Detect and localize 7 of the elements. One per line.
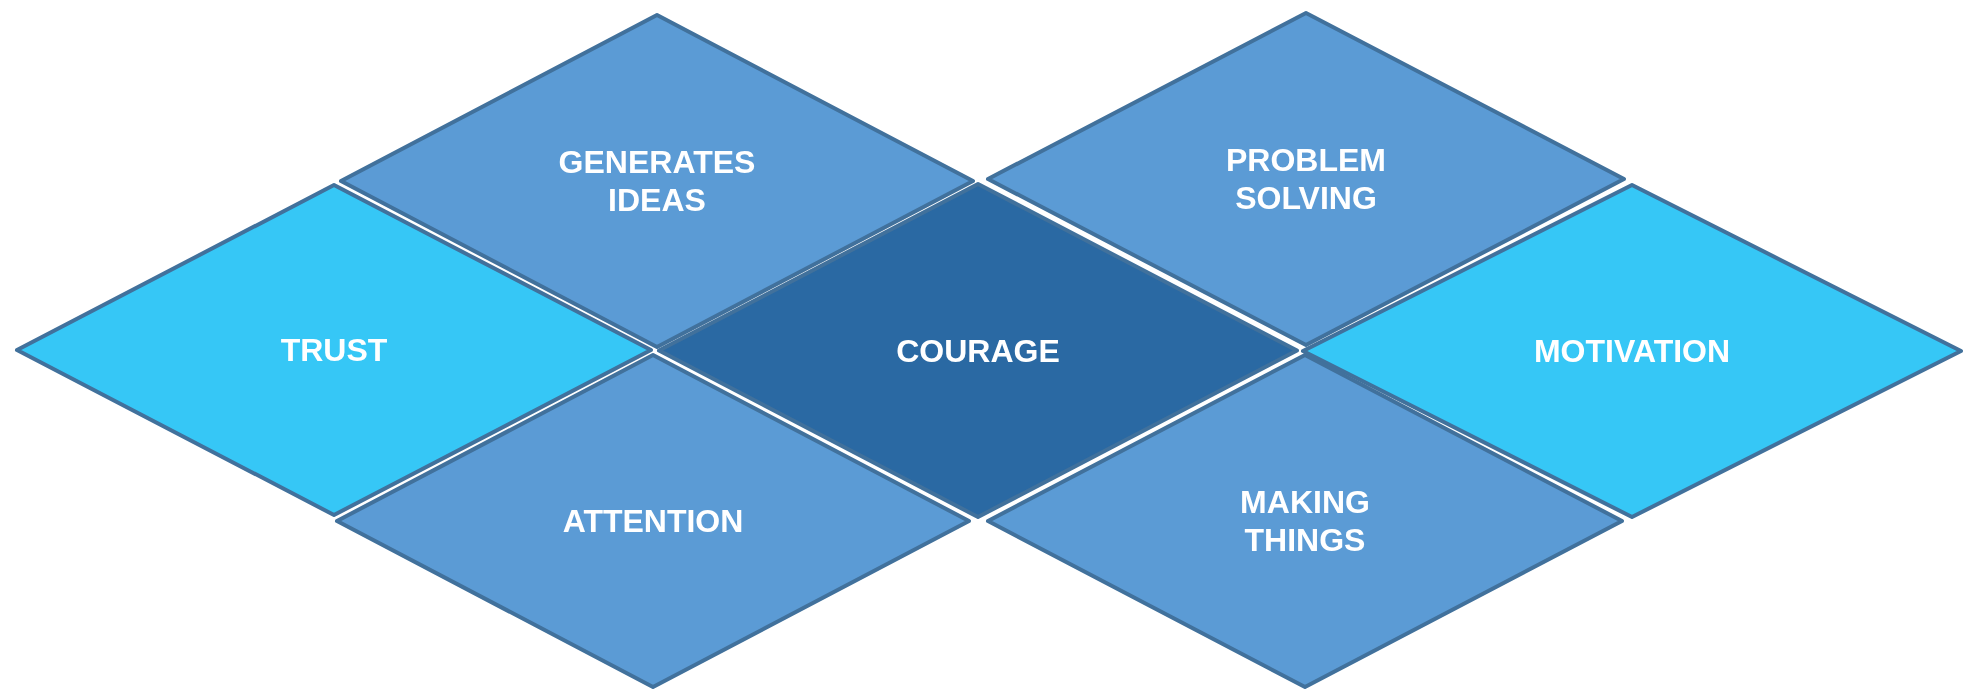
- tile-label: COURAGE: [896, 331, 1060, 370]
- tile-label: GENERATES IDEAS: [557, 143, 757, 219]
- tile-label: MAKING THINGS: [1239, 483, 1371, 559]
- tile-label: PROBLEM SOLVING: [1225, 141, 1387, 217]
- tile-label: TRUST: [280, 331, 388, 369]
- tile-label: ATTENTION: [562, 502, 744, 540]
- tile-label: MOTIVATION: [1533, 332, 1731, 370]
